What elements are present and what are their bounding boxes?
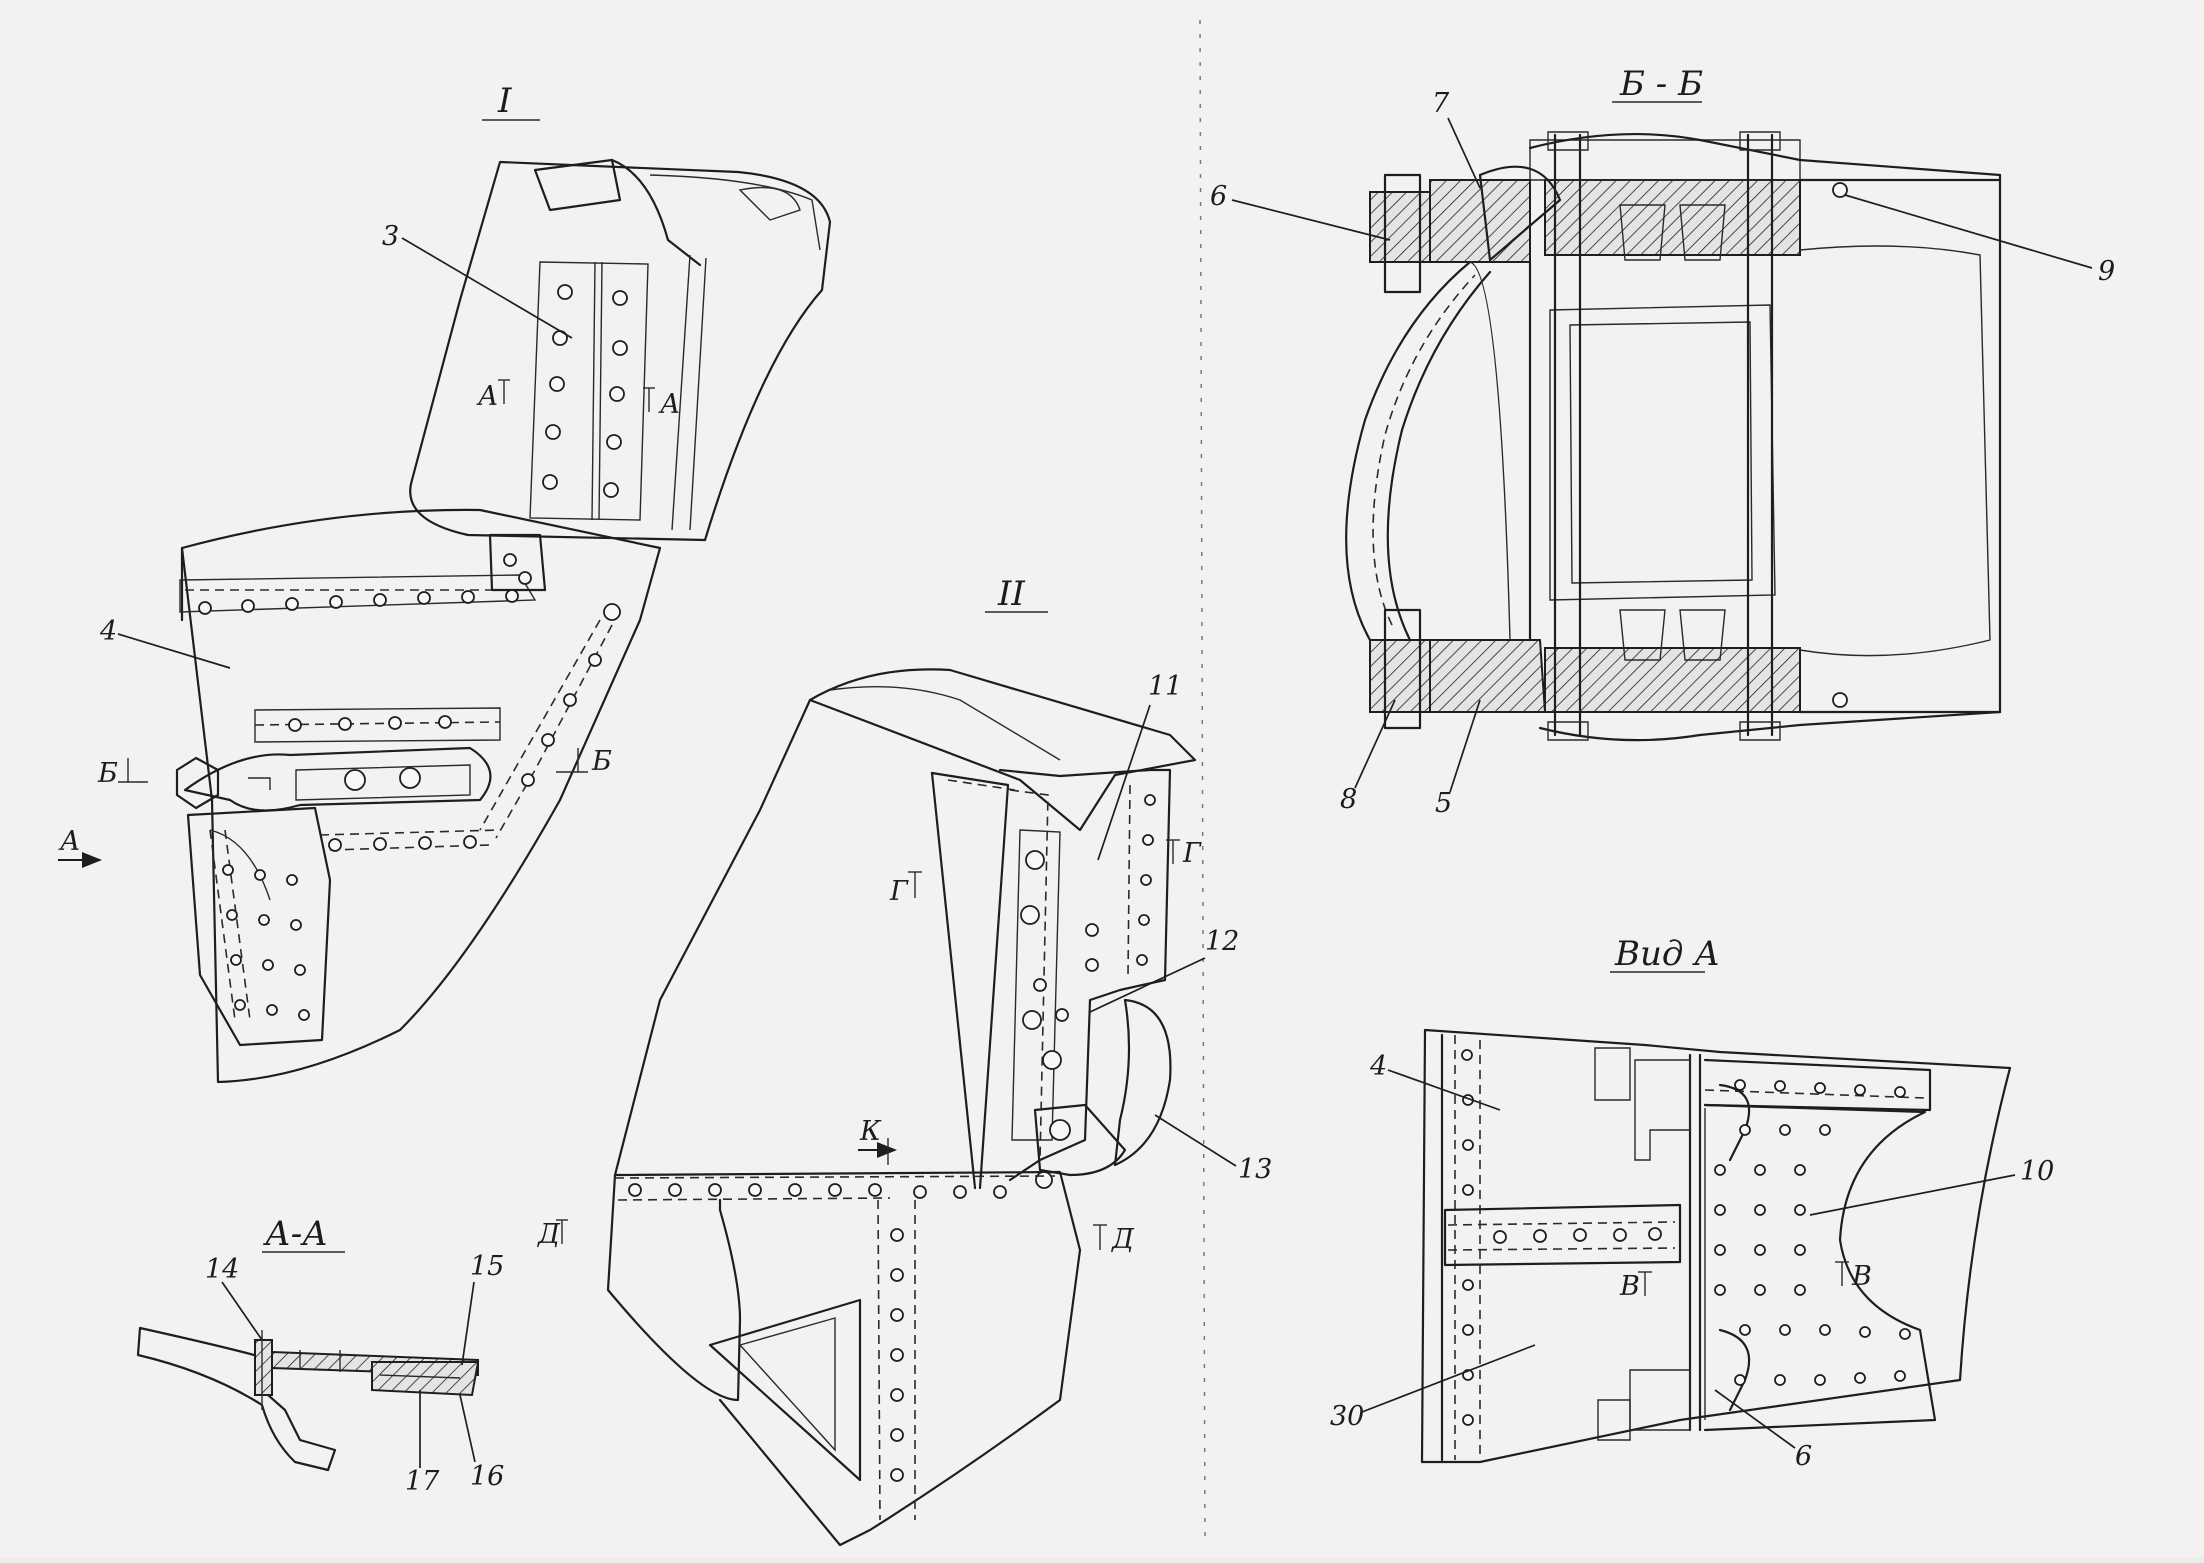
section-aa: А-А 14 15 16 17 <box>136 1214 504 1497</box>
section-bb-part-6: 6 <box>1210 181 1227 212</box>
view-2-part-12: 12 <box>1205 926 1239 957</box>
view-2-part-11: 11 <box>1148 671 1182 702</box>
view-a-rivet-grid <box>1714 1079 1911 1386</box>
section-bb: Б - Б <box>1210 64 2115 819</box>
view-a-part-10: 10 <box>2020 1156 2054 1187</box>
view-1-mark-b-left: Б <box>97 758 118 789</box>
view-1-mark-b-right: Б <box>591 746 612 777</box>
view-2-mark-g-left: Г <box>889 876 909 907</box>
view-1-title: I <box>497 81 512 121</box>
view-a-part-6: 6 <box>1795 1441 1812 1472</box>
view-2-part-13: 13 <box>1238 1154 1272 1185</box>
view-a-mark-v-left: В <box>1619 1271 1640 1302</box>
section-aa-part-15: 15 <box>470 1251 504 1282</box>
section-aa-part-16: 16 <box>470 1461 504 1492</box>
view-2-title: II <box>997 574 1025 614</box>
section-bb-title: Б - Б <box>1619 64 1703 104</box>
sheet-divider <box>1199 19 1206 1546</box>
section-bb-part-5: 5 <box>1435 788 1452 819</box>
section-aa-part-17: 17 <box>405 1466 440 1497</box>
view-2-mark-d-left: Д <box>537 1219 561 1250</box>
view-1-mark-a-right: А <box>658 389 680 420</box>
view-2-mark-d-right: Д <box>1111 1224 1135 1255</box>
section-bb-part-7: 7 <box>1432 88 1450 119</box>
view-a-part-30: 30 <box>1330 1401 1364 1432</box>
section-aa-part-14: 14 <box>205 1254 239 1285</box>
view-1: I <box>58 81 832 1084</box>
section-bb-part-9: 9 <box>2098 256 2115 287</box>
view-a-title: Вид А <box>1614 934 1720 974</box>
view-1-part-4: 4 <box>99 616 117 647</box>
view-1-mark-a-left: А <box>476 381 498 412</box>
view-1-part-3: 3 <box>382 221 399 252</box>
view-a-mark-v-right: В <box>1851 1261 1872 1292</box>
view-1-arrow-a-label: А <box>58 826 80 857</box>
view-2: II <box>537 574 1272 1547</box>
view-2-mark-g-right: Г <box>1182 838 1202 869</box>
view-a-part-4: 4 <box>1369 1051 1387 1082</box>
view-a: Вид А <box>1330 934 2054 1472</box>
section-bb-part-8: 8 <box>1340 784 1357 815</box>
section-aa-title: А-А <box>263 1214 328 1254</box>
view-1-rivet-row-top <box>198 589 621 621</box>
view-2-mark-k: К <box>859 1116 882 1147</box>
